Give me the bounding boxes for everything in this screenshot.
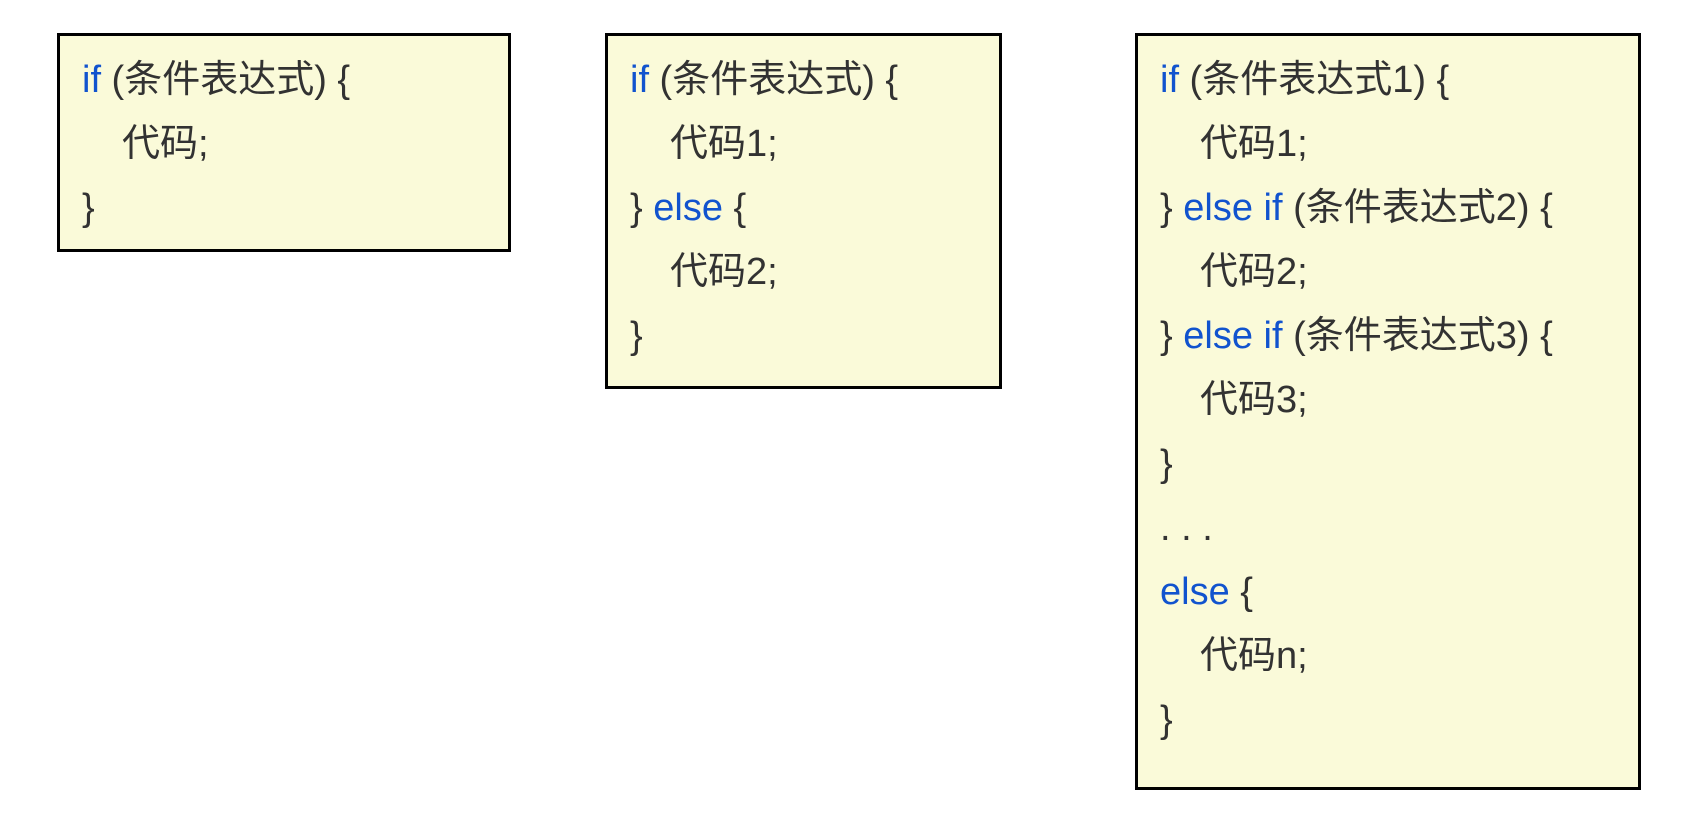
code-text: . . . — [1160, 507, 1213, 549]
code-text: { — [1229, 571, 1253, 613]
code-text: 代码n; — [1200, 635, 1308, 677]
code-line: 代码2; — [1160, 240, 1618, 304]
code-line: } else if (条件表达式3) { — [1160, 304, 1618, 368]
code-line: 代码1; — [630, 112, 979, 176]
keyword-text: else if — [1183, 187, 1283, 229]
code-text: } — [82, 187, 95, 229]
code-text: { — [722, 187, 747, 229]
code-text: 代码1; — [1200, 123, 1308, 165]
code-box-if-else-if: if (条件表达式1) {代码1;} else if (条件表达式2) {代码2… — [1135, 33, 1641, 790]
code-line: . . . — [1160, 496, 1618, 560]
code-text: 代码3; — [1200, 379, 1308, 421]
code-line: } else { — [630, 176, 979, 240]
code-text: (条件表达式1) { — [1179, 59, 1450, 101]
code-text: } — [1160, 315, 1184, 357]
code-box-if: if (条件表达式) { 代码;} — [57, 33, 511, 252]
code-line: if (条件表达式) { — [82, 48, 488, 112]
code-line: 代码n; — [1160, 624, 1618, 688]
code-text: } — [1160, 443, 1173, 485]
keyword-text: if — [630, 59, 649, 101]
keyword-text: if — [82, 59, 101, 101]
code-text: } — [630, 315, 643, 357]
code-text: } — [1160, 699, 1173, 741]
code-text: 代码2; — [670, 251, 778, 293]
code-text: 代码2; — [1200, 251, 1308, 293]
code-line: 代码3; — [1160, 368, 1618, 432]
code-text: (条件表达式) { — [101, 59, 351, 101]
code-line: } — [1160, 432, 1618, 496]
code-line: 代码1; — [1160, 112, 1618, 176]
code-line: } — [630, 304, 979, 368]
keyword-text: else — [1160, 571, 1230, 613]
code-line: } — [82, 176, 488, 240]
keyword-text: if — [1160, 59, 1179, 101]
code-line: if (条件表达式1) { — [1160, 48, 1618, 112]
code-box-if-else: if (条件表达式) {代码1;} else {代码2;} — [605, 33, 1002, 389]
code-line: 代码; — [82, 112, 488, 176]
code-text: 代码1; — [670, 123, 778, 165]
code-text: 代码; — [122, 123, 209, 165]
code-text: (条件表达式3) { — [1282, 315, 1553, 357]
code-text: } — [1160, 187, 1184, 229]
keyword-text: else — [653, 187, 723, 229]
code-line: else { — [1160, 560, 1618, 624]
code-line: if (条件表达式) { — [630, 48, 979, 112]
code-text: } — [630, 187, 654, 229]
code-text: (条件表达式) { — [649, 59, 899, 101]
code-line: 代码2; — [630, 240, 979, 304]
code-line: } else if (条件表达式2) { — [1160, 176, 1618, 240]
code-text: (条件表达式2) { — [1282, 187, 1553, 229]
code-line: } — [1160, 688, 1618, 752]
keyword-text: else if — [1183, 315, 1283, 357]
